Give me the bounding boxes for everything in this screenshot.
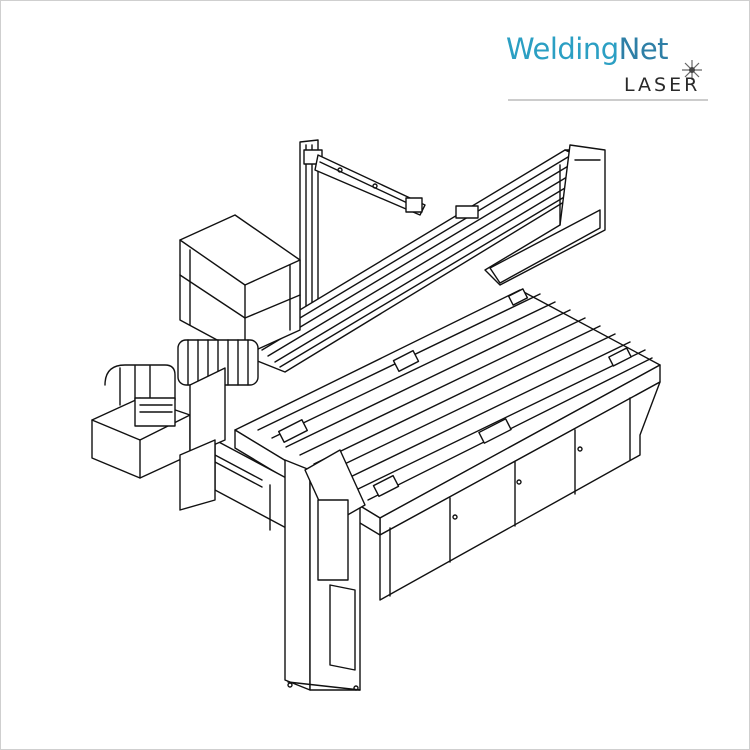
brand-part-net: Net xyxy=(618,32,669,66)
brand-subtitle: LASER xyxy=(624,74,701,96)
drag-chain xyxy=(104,339,259,406)
brand-wordmark: WeldingNet xyxy=(506,32,669,66)
base-cabinet xyxy=(179,367,661,601)
brand-logo: WeldingNet LASER xyxy=(500,28,710,108)
cable-rack xyxy=(179,214,301,356)
side-cabinet-left xyxy=(91,397,191,479)
logo-divider xyxy=(508,99,708,101)
spark-icon xyxy=(682,60,702,80)
camera-mast xyxy=(299,139,426,311)
control-pedestal xyxy=(284,449,366,691)
brand-part-welding: Welding xyxy=(506,32,619,66)
gantry-beam xyxy=(249,144,606,373)
